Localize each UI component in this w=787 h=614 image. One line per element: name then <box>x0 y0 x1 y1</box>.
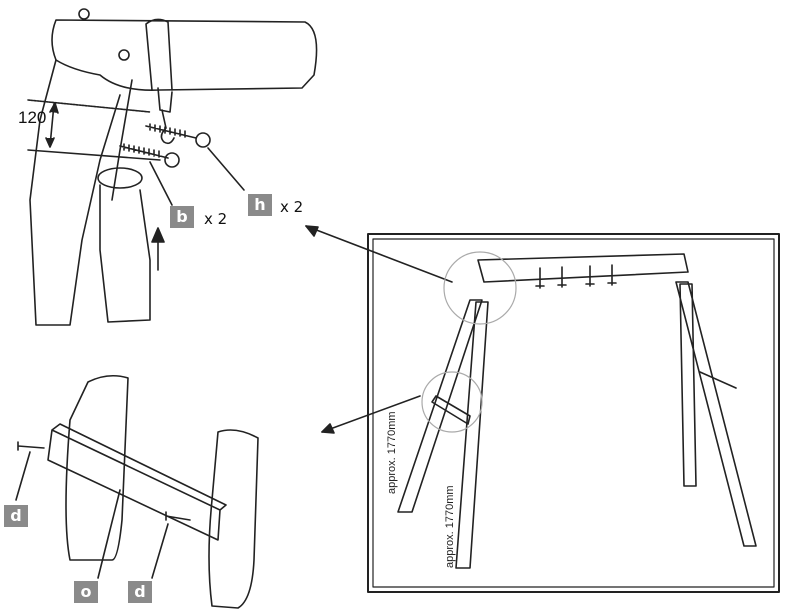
pointer-arrowhead-top <box>305 225 319 237</box>
overview-hook-2 <box>557 266 567 288</box>
dim-arrowhead-top <box>49 102 59 114</box>
leader-d-left <box>15 451 31 501</box>
overview-leg-left-front <box>397 299 483 513</box>
pointer-arrowhead-bottom <box>321 423 335 434</box>
label-h: h <box>248 194 272 216</box>
swing-hook <box>157 87 175 145</box>
detail-beam <box>51 19 318 92</box>
detail-leg-top-opening <box>97 167 143 189</box>
detail-circle-crossbar <box>421 371 483 433</box>
dim-line-top <box>27 99 151 113</box>
label-b: b <box>170 206 194 228</box>
crossbar-leg-left <box>65 374 129 561</box>
leader-o <box>97 489 121 579</box>
nut-h-lower <box>164 152 180 168</box>
crossbar-leg-right <box>208 429 259 609</box>
screw-d-right <box>165 511 191 521</box>
overview-side-bar <box>699 371 737 389</box>
overview-leg-left-back <box>455 301 489 569</box>
dim-arrowhead-bottom <box>45 137 55 148</box>
insert-arrow <box>151 227 165 271</box>
screw-b-lower <box>119 143 169 159</box>
leader-d-right <box>151 523 169 579</box>
detail-leg-left <box>29 59 121 326</box>
overview-leg-right-front <box>675 281 757 547</box>
label-d-left: d <box>4 505 28 527</box>
swing-overview <box>367 233 780 593</box>
overview-beam <box>477 253 689 283</box>
beam-bolt-top <box>78 8 90 20</box>
quantity-h: x 2 <box>280 198 304 216</box>
dimension-120: 120 <box>18 108 47 127</box>
beam-joint-detail <box>27 8 318 326</box>
pointer-arrow-top <box>305 225 453 283</box>
overview-frame-inner <box>372 238 775 588</box>
overview-hook-1 <box>535 267 545 289</box>
label-o: o <box>74 581 98 603</box>
beam-bolt-side <box>118 49 130 61</box>
quantity-b: x 2 <box>204 210 228 228</box>
screw-d-left <box>17 441 45 451</box>
overview-hook-4 <box>607 264 617 286</box>
length-back-leg: approx. 1770mm <box>444 485 456 568</box>
clamp-ring <box>145 18 173 91</box>
screw-b-upper <box>145 123 197 139</box>
crossbar-board <box>47 423 227 541</box>
overview-hook-3 <box>585 265 595 287</box>
nut-h-upper <box>195 132 211 148</box>
leader-b <box>149 161 173 206</box>
overview-leg-right-back <box>679 283 697 487</box>
crossbar-detail <box>15 374 259 609</box>
label-d-right: d <box>128 581 152 603</box>
length-front-leg: approx. 1770mm <box>386 411 398 494</box>
overview-crossbar <box>431 395 471 425</box>
dim-line-bottom <box>27 149 161 161</box>
pointer-arrow-bottom <box>321 395 421 433</box>
leader-h <box>207 147 245 191</box>
detail-leg-right <box>99 79 151 323</box>
detail-circle-top <box>443 251 517 325</box>
overview-frame-outer <box>367 233 780 593</box>
